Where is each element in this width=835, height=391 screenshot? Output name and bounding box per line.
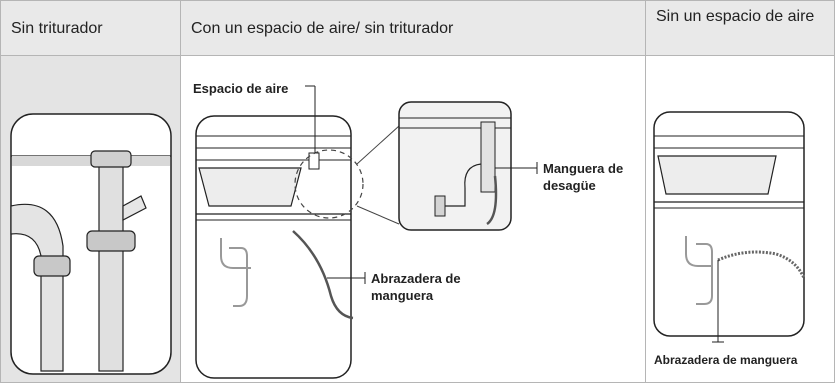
header-sin-triturador: Sin triturador xyxy=(0,0,181,56)
label-espacio-de-aire: Espacio de aire xyxy=(193,81,289,96)
header-label: Con un espacio de aire/ sin triturador xyxy=(191,20,454,37)
header-sin-espacio-de-aire: Sin un espacio de aire xyxy=(646,0,835,56)
label-manguera-de-desague-line2: desagüe xyxy=(543,178,596,193)
cell-con-espacio-de-aire: Espacio de aire Manguera de desagüe Abra… xyxy=(181,56,646,383)
pipe-closeup-illustration xyxy=(10,113,172,375)
air-gap-installation-illustration xyxy=(195,85,538,379)
cell-sin-espacio-de-aire: Abrazadera de manguera xyxy=(646,56,835,383)
label-abrazadera-line1: Abrazadera de xyxy=(371,271,461,286)
header-label: Sin triturador xyxy=(11,20,103,37)
label-abrazadera-de-manguera: Abrazadera de manguera xyxy=(654,353,798,367)
cell-sin-triturador xyxy=(0,56,181,383)
label-abrazadera-line2: manguera xyxy=(371,288,434,303)
no-air-gap-installation-illustration xyxy=(653,111,806,343)
header-label: Sin un espacio de aire xyxy=(656,8,815,25)
header-con-espacio-de-aire: Con un espacio de aire/ sin triturador xyxy=(181,0,646,56)
label-manguera-de-desague-line1: Manguera de xyxy=(543,161,624,176)
